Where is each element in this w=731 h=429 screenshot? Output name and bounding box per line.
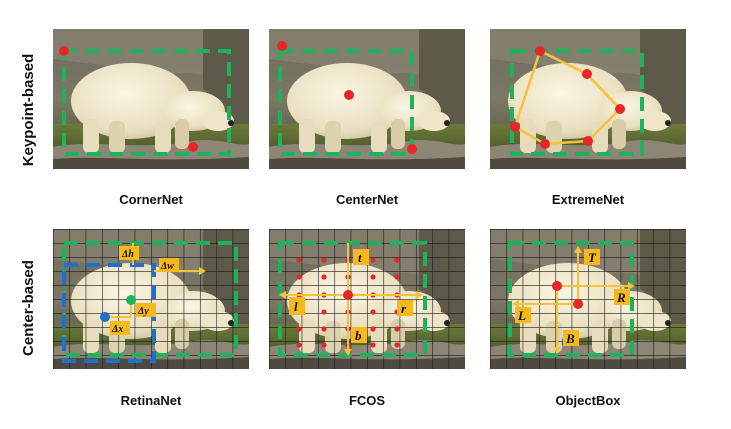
caption-extremenet: ExtremeNet <box>551 192 625 207</box>
location-point <box>321 342 327 348</box>
corner-point-top-left <box>277 41 287 51</box>
R-arrowhead <box>628 282 635 290</box>
B-label: B <box>565 331 575 346</box>
l-arrowhead <box>279 291 286 299</box>
extreme-point-bottom <box>540 139 550 149</box>
grid-overlay <box>53 229 249 369</box>
bounding-box <box>278 49 414 156</box>
caption-fcos: FCOS <box>348 393 386 408</box>
dy-label-bg <box>136 303 156 317</box>
l-label-bg <box>289 297 305 315</box>
L-arrowhead <box>512 300 519 308</box>
location-point <box>321 309 327 315</box>
location-point <box>370 257 376 263</box>
location-point <box>296 326 302 332</box>
center-point-upper <box>552 281 562 291</box>
extreme-point-right <box>615 104 625 114</box>
location-point <box>394 257 400 263</box>
caption-retinanet: RetinaNet <box>120 393 182 408</box>
location-point <box>296 274 302 280</box>
dh-label: Δh <box>121 249 134 260</box>
R-label: R <box>616 290 626 305</box>
location-point <box>394 274 400 280</box>
B-arrowhead <box>553 347 561 354</box>
extreme-point-upper-right <box>582 69 592 79</box>
L-label: L <box>517 308 526 323</box>
T-label-bg <box>584 249 600 265</box>
row-label-keypoint: Keypoint-based <box>20 53 37 167</box>
panel-extremenet <box>490 29 686 169</box>
bounding-box <box>62 49 231 156</box>
corner-point-top-left <box>59 46 69 56</box>
t-label-bg <box>353 249 369 265</box>
location-point <box>370 274 376 280</box>
corner-point-bottom-right <box>407 144 417 154</box>
caption-centernet: CenterNet <box>335 192 399 207</box>
l-label: l <box>294 299 298 314</box>
center-point-lower <box>573 299 583 309</box>
R-label-bg <box>614 289 630 305</box>
panel-fcos: t l r b <box>269 229 465 369</box>
location-point <box>370 326 376 332</box>
ground-truth-box <box>278 241 427 357</box>
panel-retinanet: Δh Δw Δy Δx <box>53 229 249 369</box>
panel-centernet <box>269 29 465 169</box>
caption-cornernet: CornerNet <box>119 192 183 207</box>
T-arrowhead <box>574 246 582 253</box>
dw-arrowhead <box>199 267 206 275</box>
L-label-bg <box>515 307 531 323</box>
B-label-bg <box>563 330 579 346</box>
bounding-box <box>510 49 644 156</box>
ground-truth-box <box>508 241 634 357</box>
r-label-bg <box>397 300 413 316</box>
t-label: t <box>358 250 362 265</box>
location-point <box>370 309 376 315</box>
location-point <box>394 342 400 348</box>
location-point <box>321 326 327 332</box>
dw-label-bg <box>159 258 179 272</box>
T-label: T <box>588 250 597 265</box>
row-label-center: Center-based <box>20 260 37 356</box>
target-center <box>126 295 136 305</box>
location-point <box>296 342 302 348</box>
dx-label: Δx <box>111 324 123 335</box>
panel-cornernet <box>53 29 249 169</box>
panel-objectbox: T R L B <box>490 229 686 369</box>
location-point <box>321 257 327 263</box>
extreme-point-bottom-right <box>583 136 593 146</box>
anchor-center <box>100 312 110 322</box>
b-arrowhead <box>344 349 352 356</box>
b-label-bg <box>351 327 367 343</box>
location-point <box>296 257 302 263</box>
corner-point-bottom-right <box>188 142 198 152</box>
extreme-point-top <box>535 46 545 56</box>
r-label: r <box>401 301 407 316</box>
b-label: b <box>355 328 362 343</box>
dh-label-bg <box>119 246 139 260</box>
extreme-point-left <box>510 122 520 132</box>
dw-label: Δw <box>160 261 174 272</box>
location-point <box>321 274 327 280</box>
dx-label-bg <box>110 321 130 335</box>
location-point <box>370 342 376 348</box>
dy-label: Δy <box>137 306 149 317</box>
polar-bear-image <box>269 29 465 169</box>
center-location <box>343 290 353 300</box>
caption-objectbox: ObjectBox <box>555 393 621 408</box>
center-point <box>344 90 354 100</box>
r-arrowhead <box>416 291 423 299</box>
location-point <box>394 326 400 332</box>
